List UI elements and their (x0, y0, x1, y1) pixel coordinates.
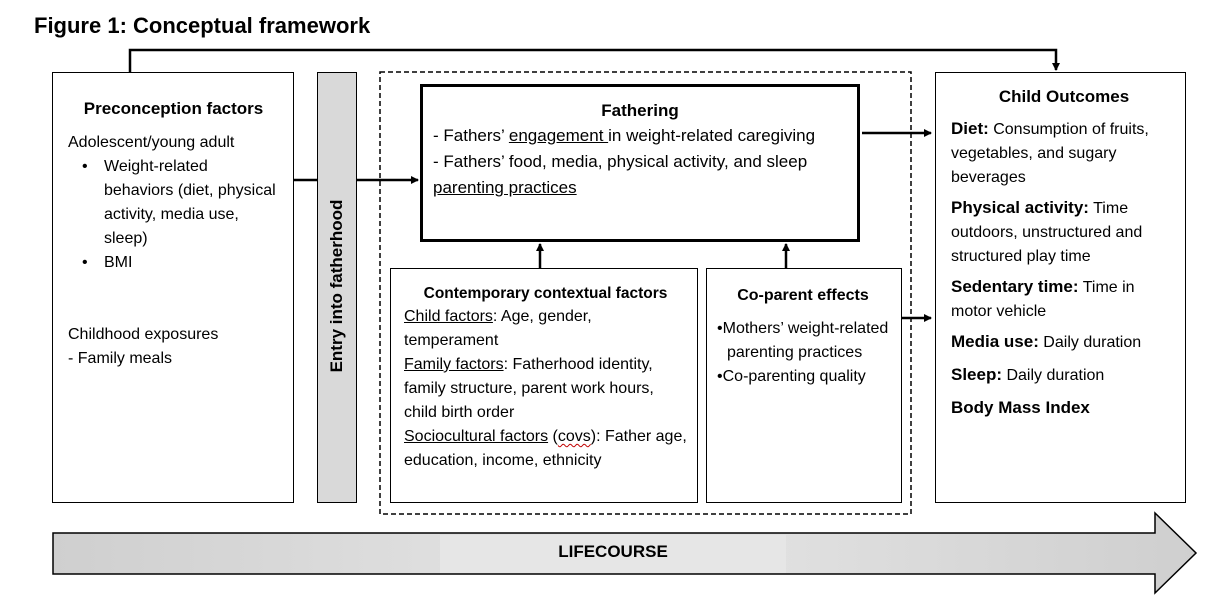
fathering-item-2-underline: parenting practices (433, 178, 577, 197)
outcome-media-text: Daily duration (1038, 334, 1142, 351)
outcome-bmi-label: Body Mass Index (951, 398, 1090, 417)
family-factors-text: : Fatherhood identity, family structure,… (404, 356, 654, 421)
outcome-pa-label: Physical activity: (951, 198, 1089, 217)
child-factors-label: Child factors (404, 308, 493, 325)
outcome-sleep-text: Daily duration (1002, 367, 1105, 384)
outcome-media-label: Media use: (951, 332, 1039, 351)
fathering-item-1-underline: engagement (508, 126, 609, 145)
outcome-bmi: Body Mass Index (951, 396, 1177, 421)
arrow-preconception-to-outcomes (128, 48, 1060, 72)
outcomes-title: Child Outcomes (998, 87, 1130, 106)
sociocultural-factors: Sociocultural factors (covs): Father age… (404, 428, 687, 469)
coparent-item-text: Co-parenting quality (722, 368, 866, 385)
contextual-box: Contemporary contextual factors Child fa… (390, 268, 698, 503)
preconception-box: Preconception factors Adolescent/young a… (52, 72, 294, 503)
childhood-item: - Family meals (68, 350, 173, 367)
outcome-sedentary: Sedentary time: Time in motor vehicle (951, 275, 1177, 324)
preconception-bullet: Weight-related behaviors (diet, physical… (82, 155, 279, 251)
childhood-title: Childhood exposures (68, 326, 219, 343)
outcomes-box: Child Outcomes Diet: Consumption of frui… (935, 72, 1186, 503)
dashed-container (379, 71, 912, 515)
outcome-media: Media use: Daily duration (951, 330, 1177, 355)
figure-title: Figure 1: Conceptual framework (34, 13, 371, 38)
sociocultural-factors-text: Father age, education, income, ethnicity (404, 428, 687, 469)
entry-bar: Entry into fatherhood (317, 72, 357, 503)
fathering-item-2-pre: - Fathers’ food, media, physical activit… (433, 152, 808, 171)
fathering-box: Fathering - Fathers’ engagement in weigh… (420, 84, 860, 242)
preconception-subtitle: Adolescent/young adult (68, 134, 235, 151)
outcome-physical-activity: Physical activity: Time outdoors, unstru… (951, 196, 1177, 269)
fathering-item-1: - Fathers’ engagement in weight-related … (433, 123, 847, 149)
outcome-sleep-label: Sleep: (951, 365, 1003, 384)
preconception-bullets: Weight-related behaviors (diet, physical… (68, 155, 279, 275)
covs-label: covs (557, 428, 591, 445)
family-factors-label: Family factors (404, 356, 504, 373)
outcome-diet-text: Consumption of fruits, vegetables, and s… (951, 121, 1149, 186)
contextual-title: Contemporary contextual factors (423, 285, 668, 302)
outcome-diet: Diet: Consumption of fruits, vegetables,… (951, 117, 1177, 190)
fathering-item-1-post: in weight-related caregiving (608, 126, 816, 145)
outcome-diet-label: Diet: (951, 119, 989, 138)
lifecourse-label: LIFECOURSE (558, 542, 668, 561)
fathering-item-2: - Fathers’ food, media, physical activit… (433, 149, 847, 201)
coparent-item: •Co-parenting quality (717, 368, 866, 385)
sociocultural-factors-label: Sociocultural factors (404, 428, 549, 445)
outcome-sed-text: Time in motor vehicle (951, 279, 1135, 320)
child-factors-text: : Age, gender, temperament (404, 308, 592, 349)
lifecourse-band (440, 535, 786, 573)
coparent-title: Co-parent effects (737, 287, 869, 304)
outcome-pa-text: Time outdoors, unstructured and structur… (951, 200, 1143, 265)
preconception-title: Preconception factors (83, 99, 264, 118)
coparent-box: Co-parent effects •Mothers’ weight-relat… (706, 268, 902, 503)
preconception-bullet: BMI (82, 251, 279, 275)
entry-label: Entry into fatherhood (327, 199, 346, 372)
coparent-item-text: Mothers’ weight-related parenting practi… (722, 320, 889, 361)
fathering-title: Fathering (601, 101, 679, 120)
fathering-item-1-pre: - Fathers’ (433, 126, 509, 145)
coparent-item: •Mothers’ weight-related parenting pract… (717, 320, 889, 361)
family-factors: Family factors: Fatherhood identity, fam… (404, 353, 687, 425)
outcome-sleep: Sleep: Daily duration (951, 363, 1177, 388)
outcome-sed-label: Sedentary time: (951, 277, 1079, 296)
child-factors: Child factors: Age, gender, temperament (404, 305, 687, 353)
